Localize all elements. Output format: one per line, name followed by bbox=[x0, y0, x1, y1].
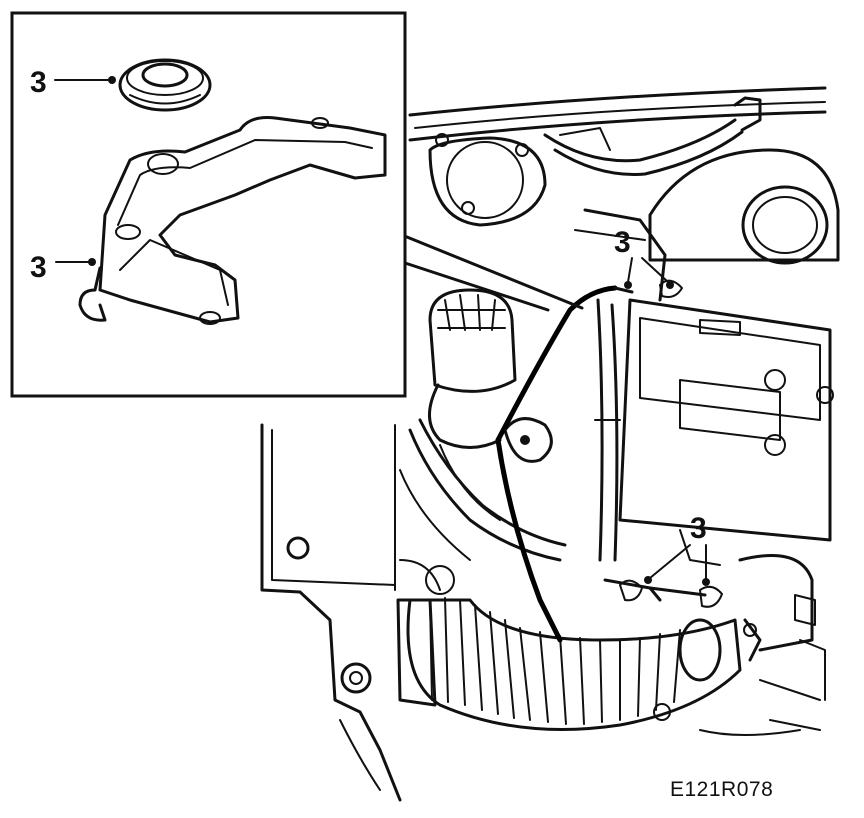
callout-3-grommet: 3 bbox=[30, 66, 116, 99]
inset-leader-lines bbox=[400, 233, 584, 312]
wiring-bracket bbox=[78, 116, 387, 325]
engine-bay-illustration bbox=[260, 86, 840, 802]
detail-inset: 3 3 bbox=[10, 11, 407, 398]
callout-3-upper: 3 bbox=[614, 226, 683, 298]
callout-label: 3 bbox=[30, 66, 47, 99]
wiring-harness bbox=[495, 285, 707, 643]
callout-label: 3 bbox=[690, 512, 707, 545]
callout-label: 3 bbox=[614, 226, 631, 259]
figure-code: E121R078 bbox=[670, 778, 773, 801]
callout-3-bracket: 3 bbox=[30, 251, 96, 284]
callout-label: 3 bbox=[30, 251, 47, 284]
rubber-grommet bbox=[118, 58, 212, 112]
intake-hose bbox=[406, 597, 742, 731]
callout-3-lower: 3 bbox=[619, 512, 723, 608]
